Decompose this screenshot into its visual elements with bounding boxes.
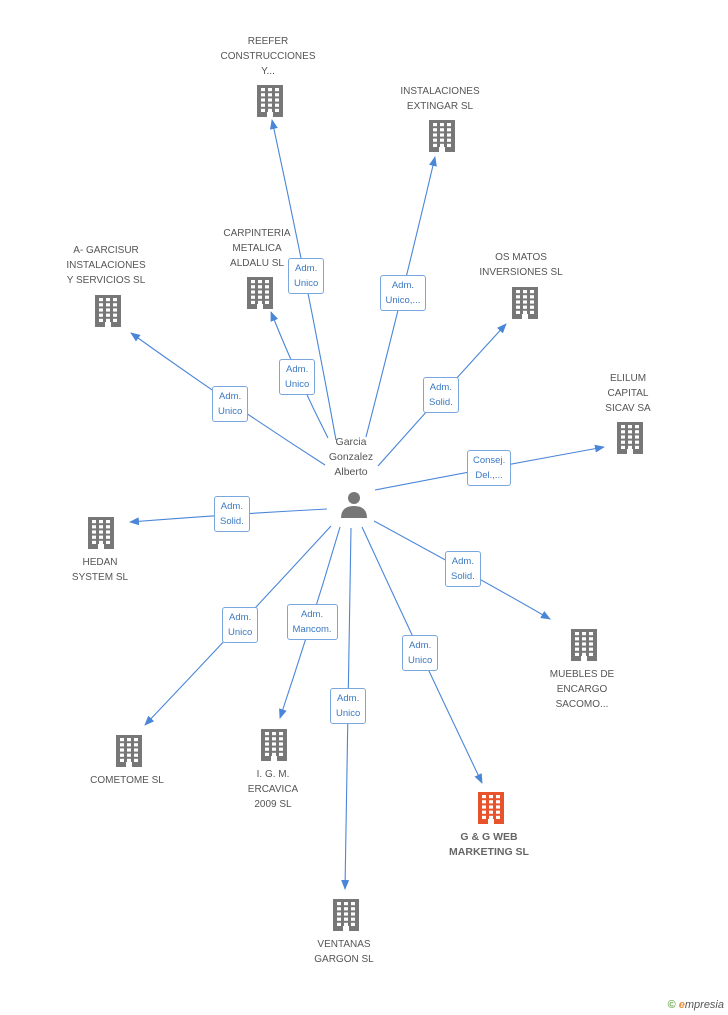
- node-label-elilum[interactable]: ELILUM CAPITAL SICAV SA: [605, 373, 651, 414]
- building-icon-ventanas[interactable]: [333, 899, 359, 931]
- copyright-symbol: ©: [667, 999, 676, 1011]
- person-icon[interactable]: [341, 492, 367, 518]
- node-label-cometome[interactable]: COMETOME SL: [90, 775, 164, 786]
- node-label-ventanas[interactable]: VENTANAS GARGON SL: [314, 939, 374, 965]
- edge-label-osmatos[interactable]: Adm. Solid.: [423, 377, 459, 413]
- building-icon-osmatos[interactable]: [512, 287, 538, 319]
- brand-e: e: [678, 999, 685, 1011]
- node-label-carpinteria[interactable]: CARPINTERIA METALICA ALDALU SL: [223, 228, 291, 269]
- edge-label-carpinteria[interactable]: Adm. Unico: [279, 359, 316, 395]
- node-label-igm[interactable]: I. G. M. ERCAVICA 2009 SL: [247, 769, 299, 810]
- footer-brand: © empresia: [668, 999, 724, 1011]
- node-label-osmatos[interactable]: OS MATOS INVERSIONES SL: [479, 252, 563, 278]
- edge-label-ventanas[interactable]: Adm. Unico: [330, 688, 367, 724]
- building-icon-hedan[interactable]: [88, 517, 114, 549]
- node-label-reefer[interactable]: REEFER CONSTRUCCIONES Y...: [220, 36, 316, 77]
- building-icon-igm[interactable]: [261, 729, 287, 761]
- edge-label-garcisur[interactable]: Adm. Unico: [212, 386, 249, 422]
- edge-label-cometome[interactable]: Adm. Unico: [222, 607, 259, 643]
- edge-label-reefer[interactable]: Adm. Unico: [288, 258, 325, 294]
- center-person-label[interactable]: Garcia Gonzalez Alberto: [328, 436, 374, 478]
- building-icon-extingar[interactable]: [429, 120, 455, 152]
- edge-label-extingar[interactable]: Adm. Unico,...: [379, 275, 427, 311]
- edge-label-igm[interactable]: Adm. Mancom.: [286, 604, 338, 640]
- node-label-gg[interactable]: G & G WEB MARKETING SL: [449, 831, 529, 858]
- edge-label-gg[interactable]: Adm. Unico: [402, 635, 439, 671]
- node-label-garcisur[interactable]: A- GARCISUR INSTALACIONES Y SERVICIOS SL: [66, 245, 146, 286]
- building-icon-muebles[interactable]: [571, 629, 597, 661]
- building-icon-gg[interactable]: [478, 792, 504, 824]
- node-label-extingar[interactable]: INSTALACIONES EXTINGAR SL: [400, 86, 480, 112]
- building-icon-reefer[interactable]: [257, 85, 283, 117]
- building-icon-elilum[interactable]: [617, 422, 643, 454]
- brand-name: mpresia: [684, 999, 724, 1011]
- node-label-muebles[interactable]: MUEBLES DE ENCARGO SACOMO...: [549, 669, 615, 710]
- building-icon-garcisur[interactable]: [95, 295, 121, 327]
- edge-label-muebles[interactable]: Adm. Solid.: [445, 551, 481, 587]
- edge-label-elilum[interactable]: Consej. Del.,...: [467, 450, 512, 486]
- building-icon-carpinteria[interactable]: [247, 277, 273, 309]
- node-label-hedan[interactable]: HEDAN SYSTEM SL: [71, 557, 129, 583]
- building-icon-cometome[interactable]: [116, 735, 142, 767]
- edge-label-hedan[interactable]: Adm. Solid.: [214, 496, 250, 532]
